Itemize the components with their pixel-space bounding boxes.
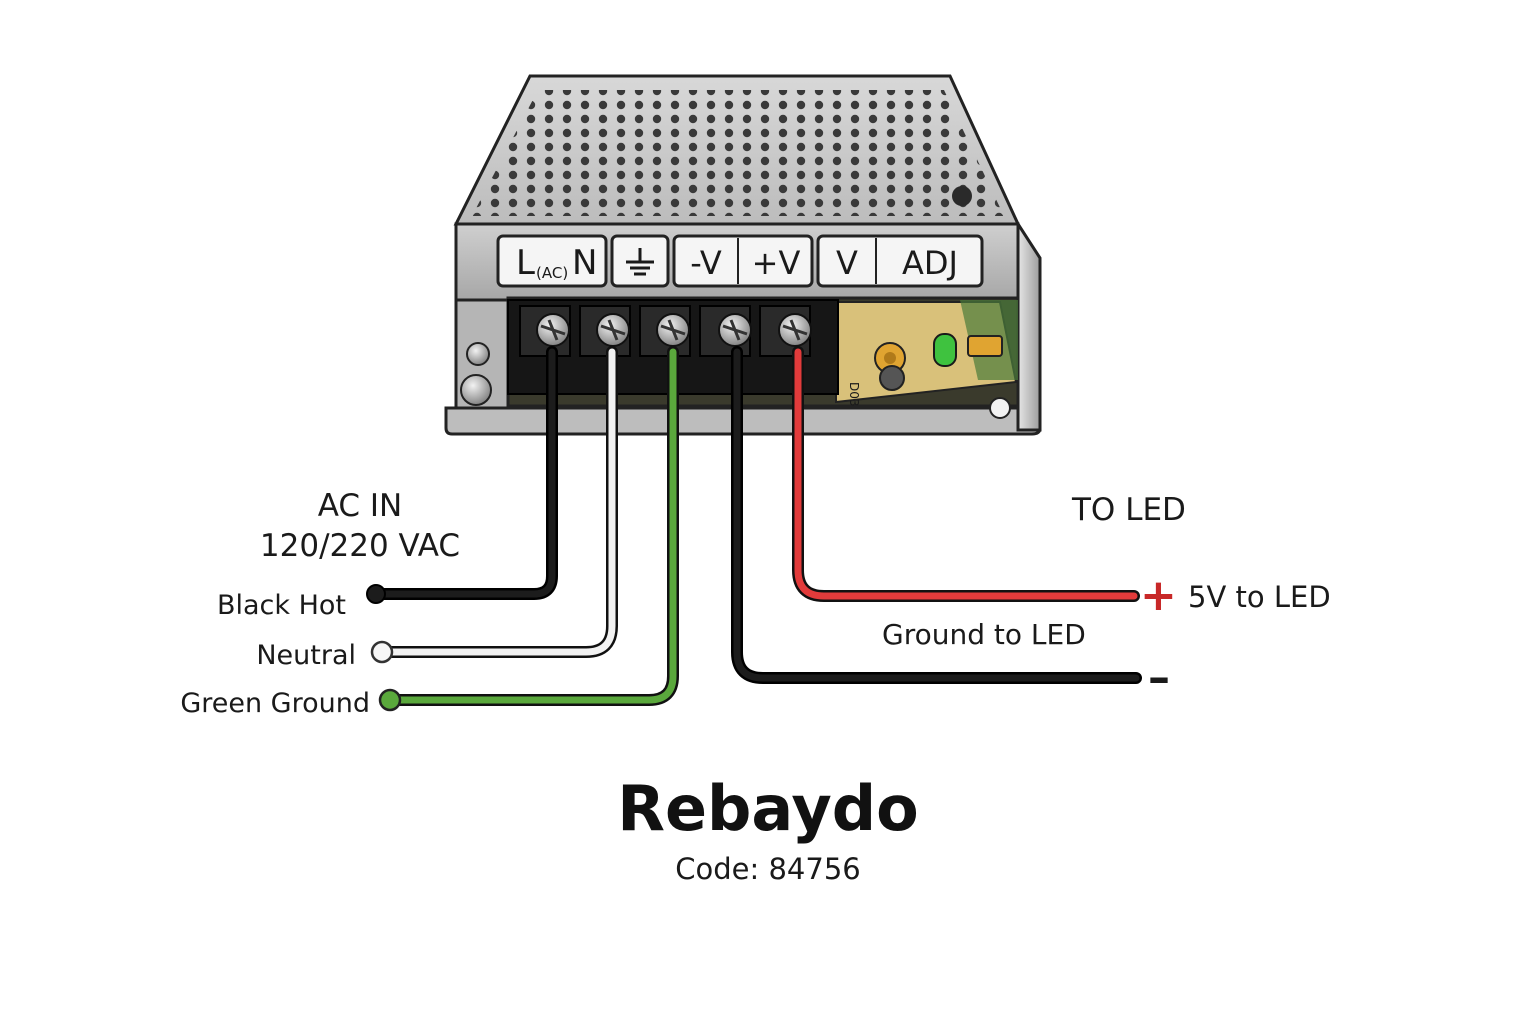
wire-negative	[733, 348, 1140, 682]
terminal-label-neg-v: -V	[690, 244, 722, 282]
wire-end-black-hot	[366, 584, 386, 604]
minus-symbol-icon: –	[1148, 652, 1170, 703]
terminal-label-v: V	[836, 244, 858, 282]
product-code: Code: 84756	[675, 852, 861, 886]
ground-symbol-icon	[626, 248, 654, 276]
terminal-label-adj: ADJ	[902, 244, 958, 282]
mounting-hole	[952, 186, 972, 206]
ac-in-title: AC IN 120/220 VAC	[250, 486, 470, 566]
brand-name: Rebaydo	[617, 772, 919, 845]
mounting-screw	[460, 374, 492, 406]
wires	[370, 346, 1142, 706]
wire-end-green-ground	[378, 688, 402, 712]
led-indicator	[933, 333, 957, 367]
label-black-hot: Black Hot	[216, 590, 346, 621]
pcb-marking: D03	[847, 382, 861, 407]
terminal-label-l: L	[516, 243, 535, 283]
terminal-screw-icon	[536, 313, 570, 347]
mounting-screw	[466, 342, 490, 366]
wire-positive	[794, 348, 1138, 600]
terminal-label-plate: L (AC) N -V +V V ADJ	[496, 234, 984, 288]
terminal-label-n: N	[572, 243, 597, 283]
label-neutral: Neutral	[256, 640, 356, 671]
label-green-ground: Green Ground	[180, 688, 370, 719]
terminal-screw-icon	[778, 313, 812, 347]
terminal-screw-icon	[656, 313, 690, 347]
terminal-screw-icon	[596, 313, 630, 347]
to-led-title: TO LED	[1072, 492, 1186, 528]
ac-in-heading: AC IN	[317, 488, 403, 524]
wire-black-hot	[372, 348, 556, 598]
terminal-label-ac: (AC)	[536, 264, 568, 282]
capacitor	[967, 335, 1003, 357]
wire-end-neutral	[370, 640, 394, 664]
terminal-screw-icon	[718, 313, 752, 347]
wire-green-ground	[386, 348, 677, 704]
ventilation-holes	[472, 90, 1004, 216]
plus-symbol-icon: +	[1140, 570, 1177, 621]
label-ground-to-led: Ground to LED	[882, 618, 1086, 651]
terminal-label-pos-v: +V	[752, 244, 801, 282]
label-5v-to-led: 5V to LED	[1188, 580, 1331, 614]
wire-neutral	[378, 348, 616, 656]
ac-in-voltage: 120/220 VAC	[259, 528, 461, 564]
